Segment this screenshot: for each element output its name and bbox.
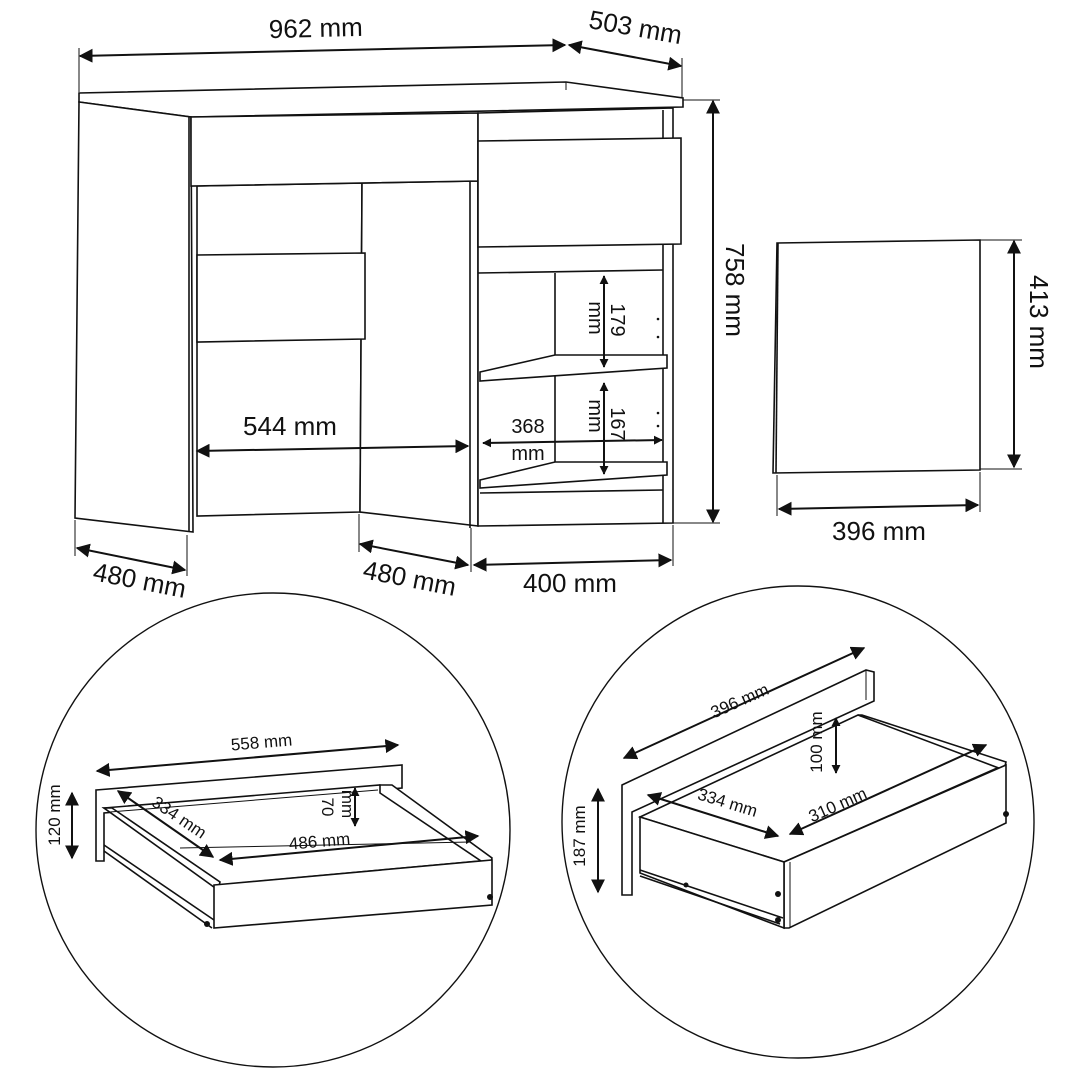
- small-drawer-screw: [683, 882, 689, 888]
- upper-shelf-gap-value: 179: [606, 303, 628, 336]
- right-drawer-front: [477, 137, 682, 248]
- knee-space-label: 544 mm: [243, 411, 337, 441]
- side-panel: [772, 239, 981, 474]
- left-depth-dimension-line: [75, 543, 187, 575]
- side-panel-height-label: 413 mm: [1024, 275, 1054, 369]
- wide-drawer-runner: [103, 850, 213, 929]
- cabinet-plinth: [479, 489, 664, 494]
- wide-drawer-inner-height-value: 70: [318, 798, 337, 817]
- wide-drawer-height-label: 120 mm: [45, 784, 64, 845]
- small-drawer-box-left: [639, 815, 785, 930]
- shelf-width-unit: mm: [511, 443, 544, 465]
- small-drawer-length-label: 396 mm: [708, 680, 772, 722]
- back-panel: [359, 180, 479, 527]
- detail-circle-right: [561, 585, 1035, 1059]
- depth-label: 503 mm: [587, 4, 685, 50]
- wide-drawer-length-label: 558 mm: [230, 730, 293, 754]
- width-dimension-line: [78, 38, 567, 63]
- small-drawer-detail: 396 mm 187 mm 334 mm 310 mm 100 mm: [561, 585, 1035, 1059]
- height-label: 758 mm: [720, 243, 750, 337]
- left-leg-panel: [74, 101, 194, 533]
- small-drawer-length-line: [622, 646, 866, 760]
- shelf-pin: [656, 424, 660, 428]
- wide-drawer-wheel: [487, 894, 493, 900]
- small-drawer-wheel: [775, 917, 781, 923]
- top-drawer-front: [190, 112, 479, 187]
- small-drawer-inner-width-line: [788, 743, 988, 836]
- desk-dimension-lines: [74, 38, 720, 576]
- left-drawer-carcass: [196, 182, 363, 517]
- detail-circle-left: [35, 592, 511, 1068]
- wide-drawer-detail: 558 mm 120 mm 334 mm 486 mm 70 mm: [35, 592, 511, 1068]
- left-drawer-front: [196, 252, 366, 343]
- small-drawer-inner-height-label: 100 mm: [807, 711, 826, 772]
- depth-dimension-line: [567, 40, 683, 71]
- side-panel-drawing: 413 mm 396 mm: [772, 239, 1054, 546]
- small-drawer-knob: [775, 891, 781, 897]
- shelf-width-value: 368: [511, 416, 544, 438]
- shelf-width-line: [482, 435, 663, 448]
- wide-drawer-depth-line: [116, 790, 215, 858]
- middle-depth-dimension-line: [358, 539, 470, 570]
- cabinet-width-dimension-line: [472, 553, 673, 572]
- middle-depth-label: 480 mm: [361, 554, 459, 601]
- side-panel-width-line: [777, 498, 980, 516]
- lower-shelf-gap-unit: mm: [584, 399, 606, 432]
- side-panel-width-label: 396 mm: [832, 516, 926, 546]
- wide-drawer-inner-height-unit: mm: [338, 790, 357, 818]
- cabinet-width-label: 400 mm: [523, 568, 617, 598]
- width-label: 962 mm: [269, 12, 364, 44]
- side-panel-edge: [775, 242, 779, 474]
- wide-drawer-length-line: [95, 739, 400, 777]
- upper-shelf-gap-unit: mm: [584, 301, 606, 334]
- left-depth-label: 480 mm: [91, 556, 189, 603]
- shelf-pin: [656, 335, 660, 339]
- shelf-pin: [656, 411, 660, 415]
- small-drawer-depth-line: [646, 792, 780, 839]
- small-drawer-runner: [639, 869, 784, 919]
- lower-shelf: [479, 461, 668, 489]
- lower-shelf-gap-value: 167: [606, 407, 628, 440]
- cabinet-rail: [477, 269, 664, 274]
- upper-shelf: [479, 354, 668, 382]
- wide-drawer-wheel: [204, 921, 210, 927]
- wide-drawer-inner-width-line: [218, 830, 480, 866]
- wide-drawer-box-front: [213, 859, 493, 929]
- small-drawer-wheel: [1003, 811, 1009, 817]
- shelf-pin: [656, 317, 660, 321]
- small-drawer-runner: [639, 875, 781, 925]
- knee-space-dimension-line: [195, 439, 470, 458]
- small-drawer-height-label: 187 mm: [570, 805, 589, 866]
